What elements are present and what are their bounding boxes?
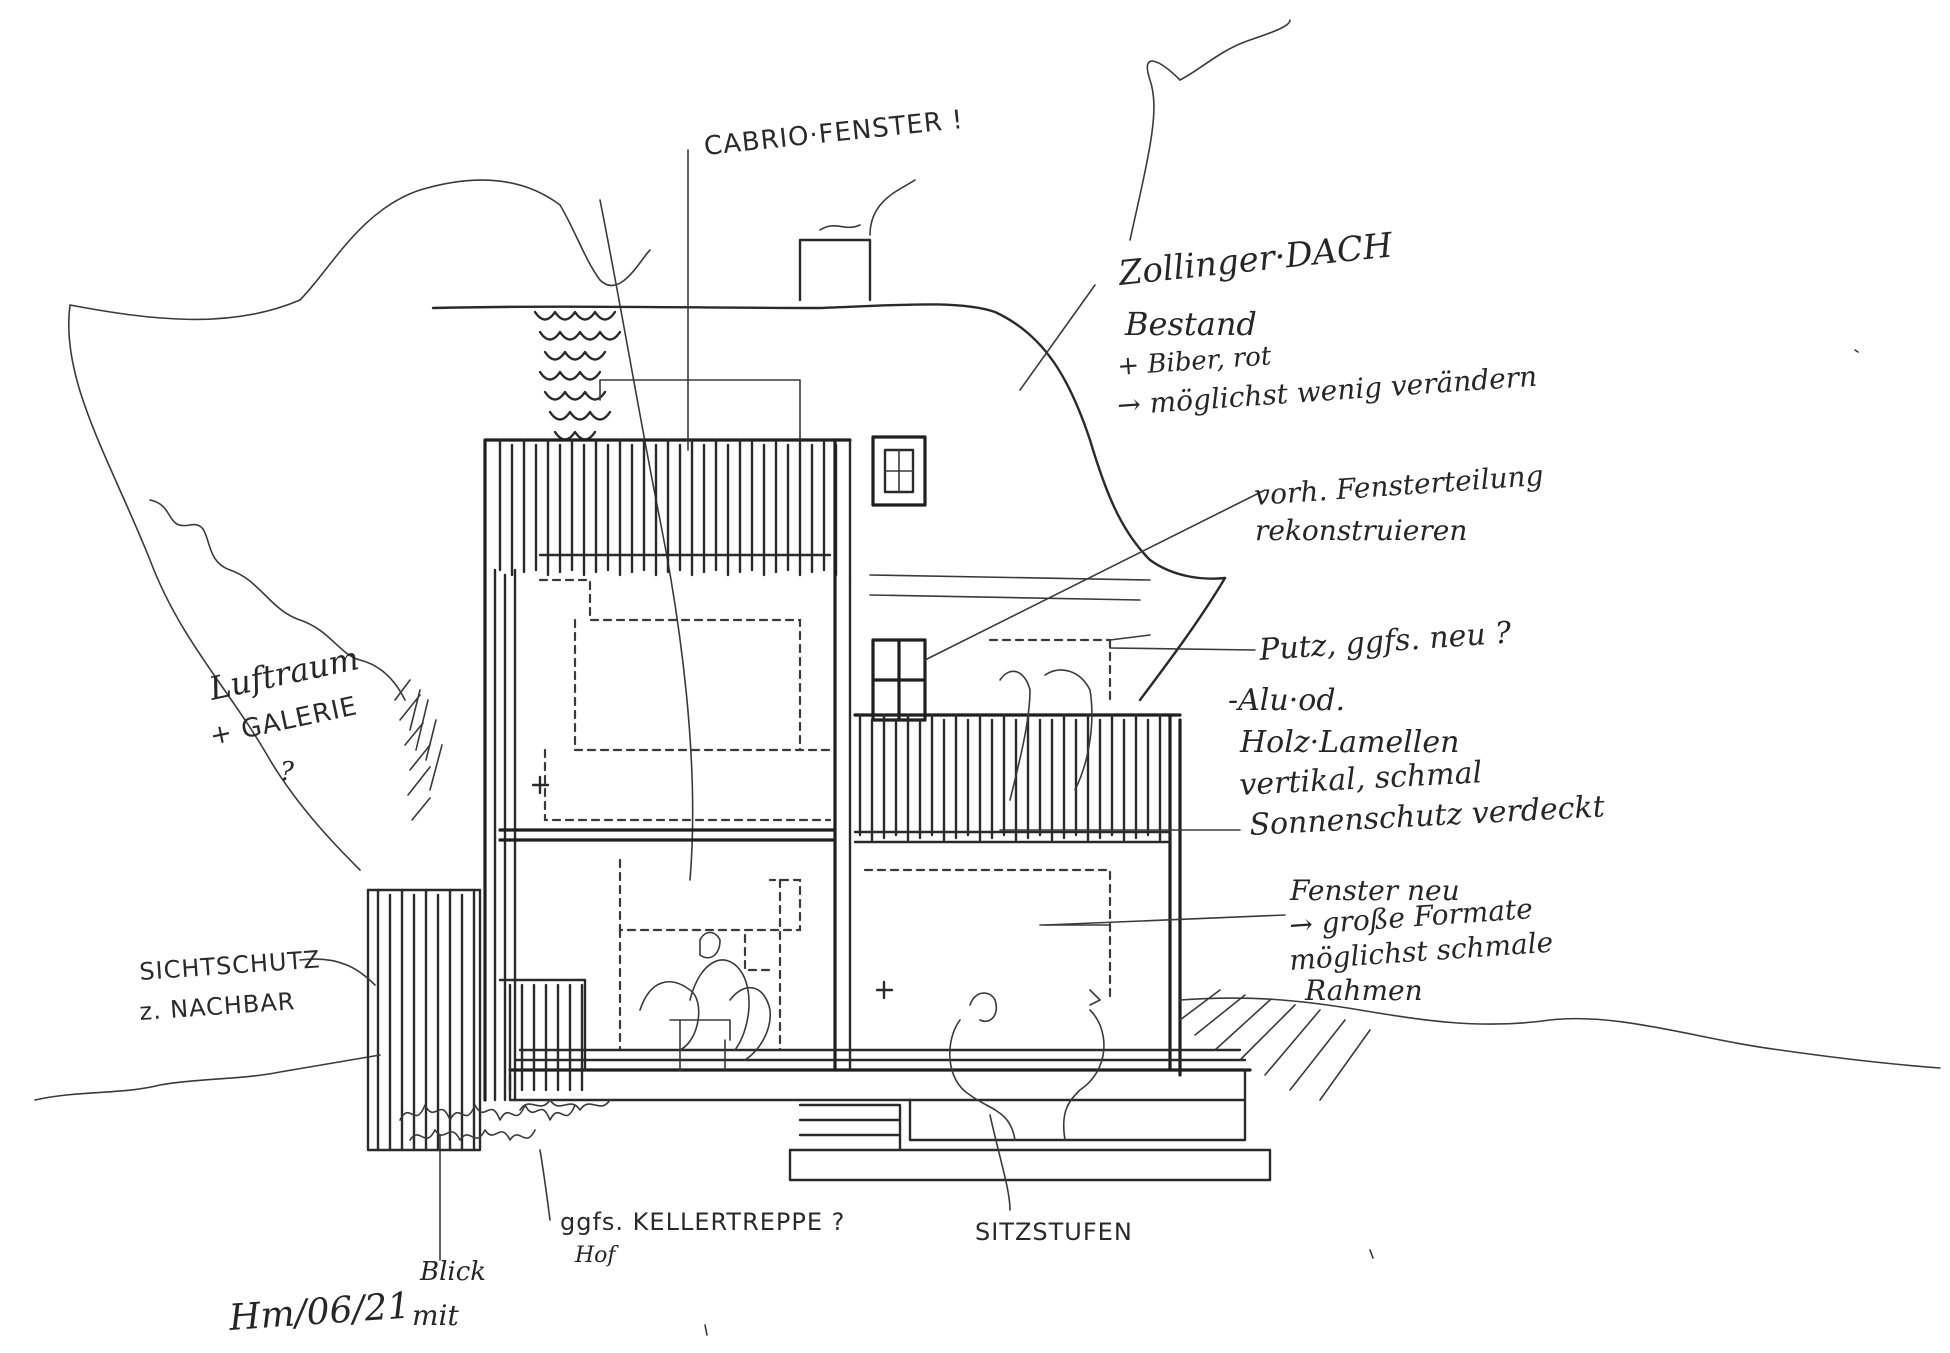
figure-balcony-2 [1044,669,1093,791]
ground-left [34,1054,381,1101]
label-vertikal-schmal: vertikal, schmal [1239,755,1483,803]
label-blick: Blick [419,1257,486,1287]
label-biber-rot: + Biber, rot [1116,341,1272,382]
chimney-smoke [819,224,861,231]
label-zollinger-dach: Zollinger·DACH [1116,225,1396,294]
hedge-hatch [394,679,443,821]
label-vorh-fensterteilung: vorh. Fensterteilung [1253,459,1544,512]
marker-cross-left [531,775,550,795]
signature: Hm/06/21 [227,1285,412,1339]
label-sitzstufen: SITZSTUFEN [975,1218,1133,1246]
label-z-nachbar: z. NACHBAR [138,987,296,1026]
terrace-deck [508,1048,1272,1182]
terrace-furniture [639,931,771,1071]
lamella-balcony-right [853,713,1182,1077]
label-rekonstruieren: rekonstruieren [1255,514,1467,547]
lamella-box-upper [483,438,852,1102]
floor-slab-mid [498,828,837,842]
air-space-curve [599,199,694,881]
label-alu-od: -Alu·od. [1228,683,1345,718]
right-upper-dashed [988,638,1112,702]
figure-balcony-1 [999,670,1031,801]
ground-right [1179,997,1941,1069]
roof-eave-right [1138,576,1227,702]
label-galerie-q: ? [280,757,295,787]
label-rahmen: Rahmen [1304,974,1423,1007]
window-upper-right [871,638,927,722]
label-bestand: Bestand [1124,305,1257,343]
right-wall-top [869,574,1151,601]
tree-inner-squiggle [149,499,406,701]
sky-line-right-2 [869,179,916,236]
label-holz-lamellen: Holz·Lamellen [1239,725,1459,760]
sky-line-right [1129,19,1291,241]
grass-scribbles [399,1099,611,1141]
label-kellertreppe: ggfs. KELLERTREPPE ? [560,1208,845,1236]
slope-hatch-right [1179,989,1371,1101]
large-window-right [863,868,1112,1002]
attic-window [871,435,927,507]
marker-cross-center [875,980,894,1000]
label-cabrio-fenster: CABRIO·FENSTER ! [703,105,965,162]
leader-lines [299,149,1286,1261]
label-hof: Hof [574,1243,619,1268]
right-plaster-line [1109,634,1151,641]
privacy-screen [366,888,587,1152]
label-putz: Putz, ggfs. neu ? [1257,615,1513,668]
label-mit: mit [412,1299,460,1332]
label-sichtschutz: SICHTSCHUTZ [138,945,321,986]
facade-left-dashed [513,578,832,1052]
terrace-people [949,989,1105,1141]
stray-mark [704,349,1859,1336]
roof-tiles [533,310,622,441]
dormer-outline [599,379,801,441]
chimney [798,238,872,302]
tree-outline [68,179,651,871]
label-fenster-neu: Fenster neu [1289,874,1460,907]
